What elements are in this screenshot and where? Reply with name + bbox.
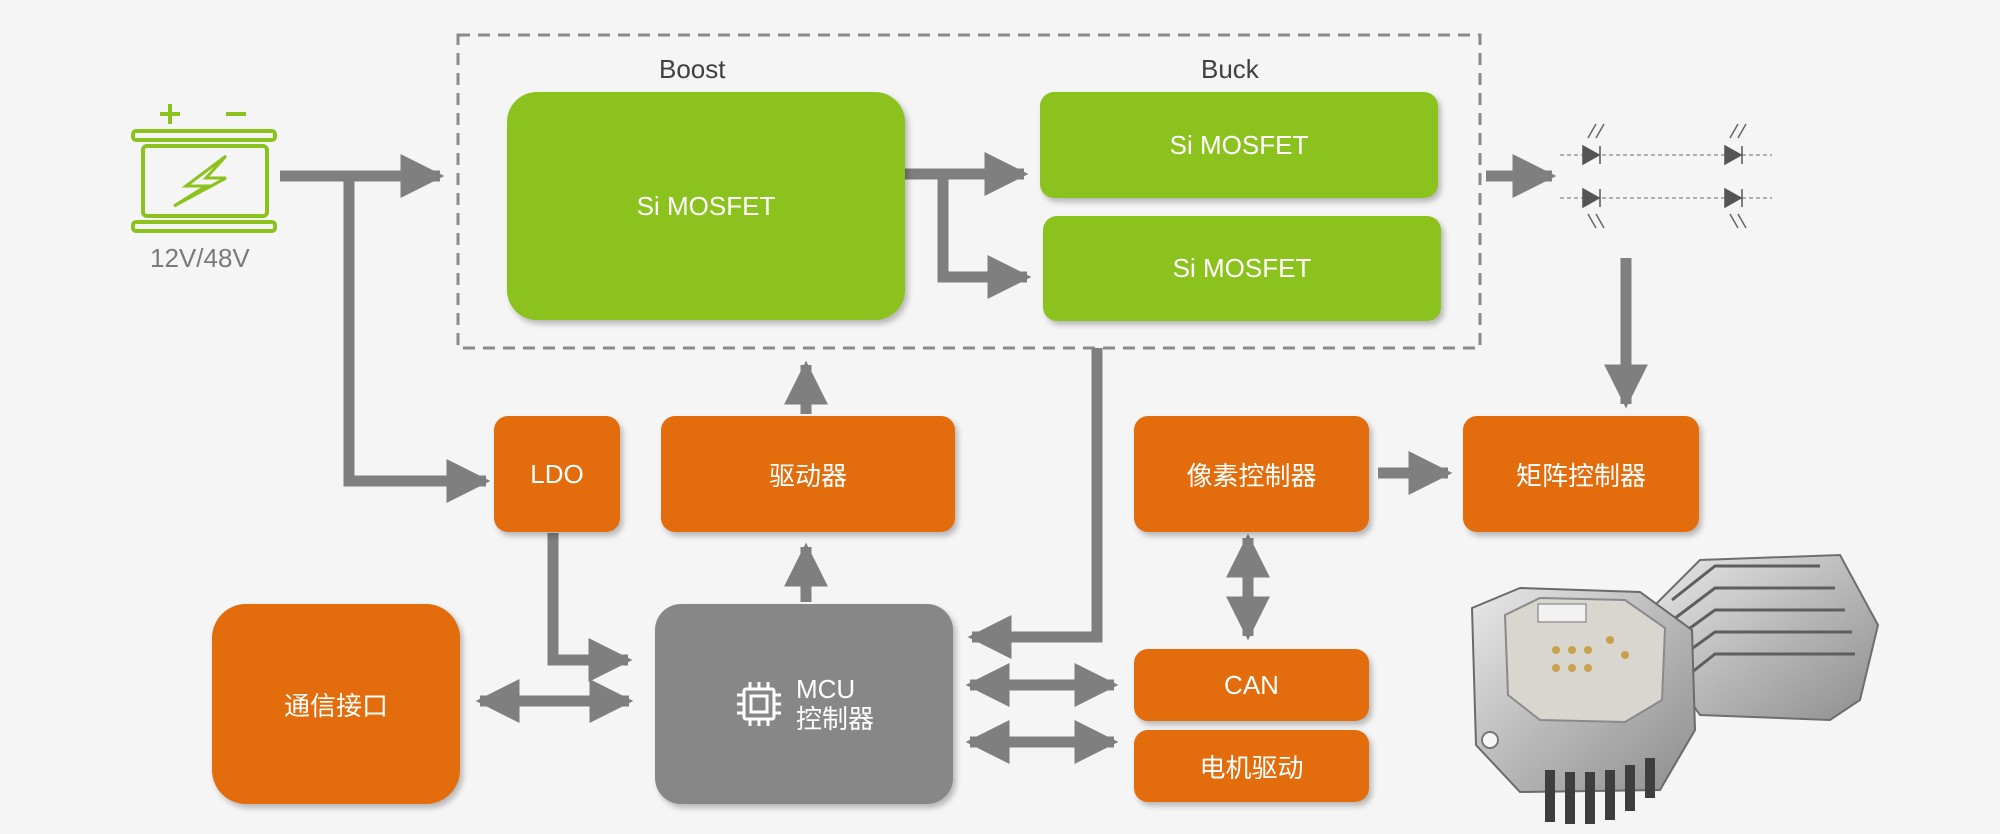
buck-label: Buck [1201, 54, 1259, 84]
driver-block: 驱动器 [661, 416, 955, 532]
buck-mosfet-block-2: Si MOSFET [1043, 216, 1441, 321]
led-module-photo [1470, 553, 1880, 824]
mcu-label: MCU [795, 674, 856, 704]
motor-drive-block: 电机驱动 [1134, 730, 1369, 802]
boost-label: Boost [659, 54, 726, 84]
buck-mosfet-block-1: Si MOSFET [1040, 92, 1438, 198]
battery-icon [131, 104, 277, 233]
mcu-controller-block: MCU 控制器 [655, 604, 953, 804]
can-block: CAN [1134, 649, 1369, 721]
boost-mosfet-block: Si MOSFET [507, 92, 905, 320]
led-array-icon [1560, 123, 1772, 229]
mcu-controller-label: 控制器 [795, 704, 874, 734]
pixel-controller-block: 像素控制器 [1134, 416, 1369, 532]
battery-voltage-label: 12V/48V [150, 243, 250, 273]
matrix-controller-block: 矩阵控制器 [1463, 416, 1699, 532]
ldo-block: LDO [494, 416, 620, 532]
comm-interface-block: 通信接口 [212, 604, 460, 804]
arrow-battery-to-ldo [343, 176, 491, 503]
arrow-stage-to-mcu [967, 348, 1103, 659]
arrow-boost-to-buck2 [937, 174, 1032, 299]
chip-icon [736, 682, 781, 726]
arrow-ldo-to-mcu [547, 533, 633, 682]
power-stage-frame [456, 33, 1482, 350]
